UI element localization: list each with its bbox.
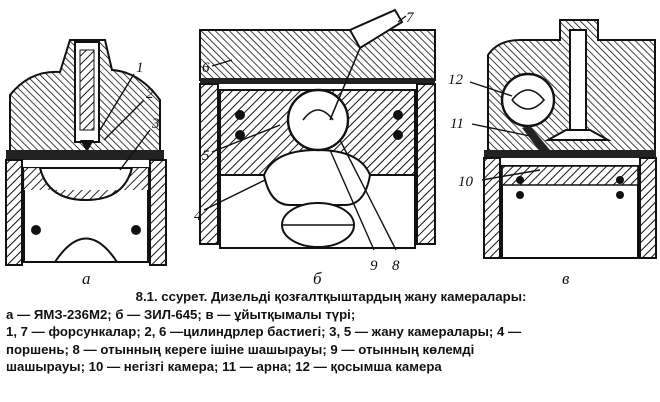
- panel-b-letter: б: [313, 269, 322, 288]
- panel-b-label-5: 5: [202, 148, 210, 164]
- panel-a-label-3: 3: [151, 116, 160, 132]
- figure-caption: 8.1. ссурет. Дизельді қозғалтқыштардың ж…: [6, 288, 656, 376]
- panel-a-drawing: [5, 39, 167, 266]
- caption-line: поршень; 8 — отынның кереге ішіне шашыра…: [6, 341, 475, 357]
- panel-a-label-2: 2: [146, 86, 154, 102]
- panel-c-label-11: 11: [450, 116, 464, 132]
- caption-line: шашырауы; 10 — негізгі камера; 11 — арна…: [6, 359, 442, 375]
- panel-c-label-10: 10: [458, 174, 474, 190]
- caption-line: 1, 7 — форсункалар; 2, 6 —цилиндрлер бас…: [6, 324, 522, 340]
- panel-b-label-9: 9: [370, 258, 378, 274]
- panel-c-drawing: [469, 19, 657, 259]
- caption-title: 8.1. ссурет. Дизельді қозғалтқыштардың ж…: [135, 289, 527, 304]
- caption-line: а — ЯМЗ-236М2; б — ЗИЛ-645; в — ұйытқыма…: [6, 306, 356, 322]
- engine-combustion-chambers-figure: 1 2 3 а 6 7 5 4 9 8 б: [5, 8, 657, 288]
- panel-b-label-6: 6: [202, 60, 210, 76]
- panel-a-letter: а: [82, 269, 91, 288]
- panel-b-drawing: [199, 8, 436, 251]
- panel-a-label-1: 1: [136, 60, 144, 76]
- panel-b-label-7: 7: [406, 10, 415, 26]
- panel-b-label-4: 4: [194, 208, 202, 224]
- panel-b-label-8: 8: [392, 258, 400, 274]
- panel-c-label-12: 12: [448, 72, 464, 88]
- panel-c-letter: в: [562, 269, 570, 288]
